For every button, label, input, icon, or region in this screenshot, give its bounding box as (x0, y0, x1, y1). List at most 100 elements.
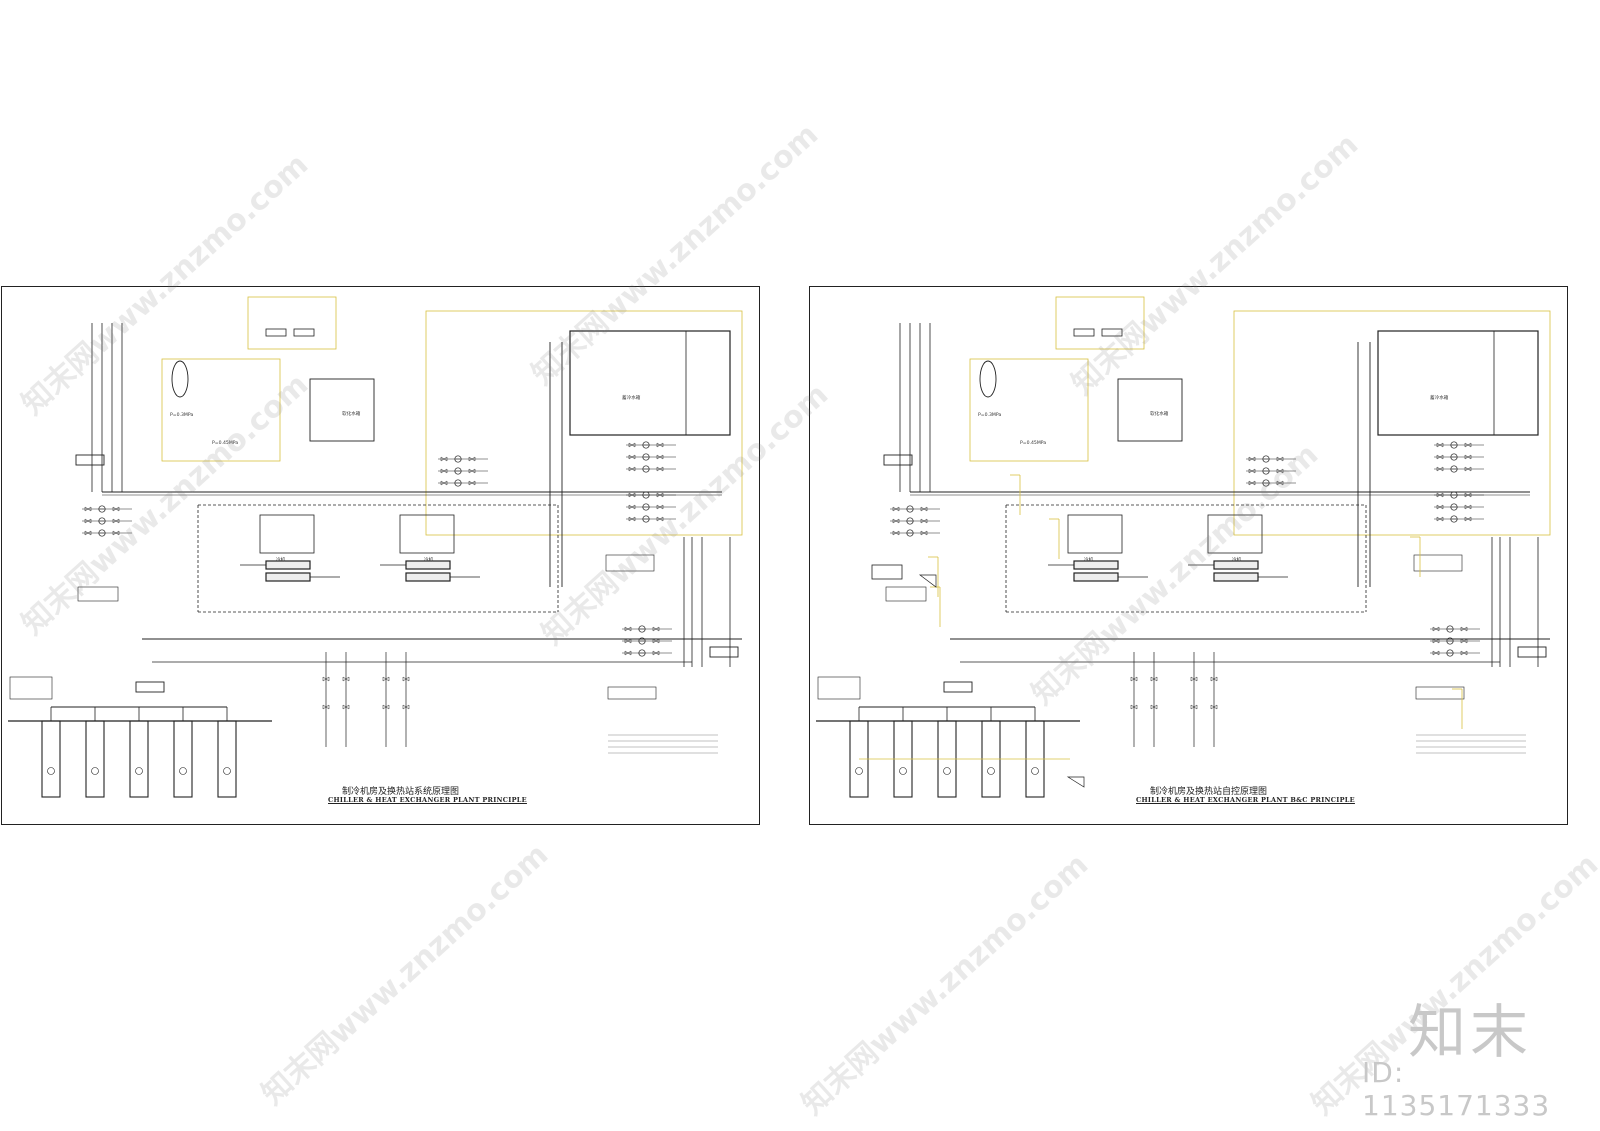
valve-symbol (1248, 468, 1256, 474)
label-softener: 软化水箱 (342, 412, 361, 417)
ground-well (129, 720, 149, 798)
manifold-top-a (1073, 328, 1095, 337)
ground-well (217, 720, 237, 798)
zone-top (247, 296, 337, 350)
valve-symbol (1276, 456, 1284, 462)
label-pressure-c: P=0.3MPa (978, 413, 1002, 418)
distributor-a (883, 454, 913, 466)
label-pressure-a: P=0.3MPa (170, 413, 194, 418)
valve-symbol (656, 466, 664, 472)
valve-symbol (652, 626, 660, 632)
valve-symbol (112, 506, 120, 512)
ground-well (41, 720, 61, 798)
distributor-b (135, 681, 165, 693)
legend-table-a (77, 586, 119, 602)
valve-symbol (892, 506, 900, 512)
zone-expansion (969, 358, 1089, 462)
legend-table-c (1413, 554, 1463, 572)
valve-symbol (1130, 704, 1138, 710)
valve-symbol (1464, 454, 1472, 460)
valve-symbol (1130, 676, 1138, 682)
valve-symbol (628, 516, 636, 522)
valve-symbol (920, 530, 928, 536)
valve-symbol (1436, 504, 1444, 510)
zone-tank (425, 310, 743, 536)
label-chiller-1: 冷机 (276, 558, 286, 563)
label-softener-2: 软化水箱 (1150, 412, 1169, 417)
control-legend (871, 564, 903, 580)
valve-symbol (920, 518, 928, 524)
valve-symbol (1210, 704, 1218, 710)
storage-tank (569, 330, 731, 436)
valve-symbol (112, 530, 120, 536)
softener-box (1117, 378, 1183, 442)
legend-table-d (1415, 686, 1465, 700)
valve-symbol (112, 518, 120, 524)
valve-symbol (624, 650, 632, 656)
valve-symbol (402, 704, 410, 710)
valve-symbol (652, 650, 660, 656)
valve-symbol (624, 638, 632, 644)
chiller-evaporator (1073, 560, 1119, 570)
schematic-right-group (816, 296, 1551, 798)
valve-symbol (1460, 626, 1468, 632)
label-tank-2: 蓄冷水箱 (1430, 396, 1449, 401)
valve-symbol (1432, 638, 1440, 644)
valve-symbol (656, 516, 664, 522)
well-pump (47, 767, 55, 775)
watermark-7: 知末网www.znzmo.com (255, 837, 556, 1112)
legend-table-a (885, 586, 927, 602)
valve-symbol (322, 704, 330, 710)
valve-symbol (628, 492, 636, 498)
drawing-title-en-right: CHILLER & HEAT EXCHANGER PLANT B&C PRINC… (1136, 796, 1355, 804)
valve-symbol (656, 454, 664, 460)
valve-symbol (1436, 454, 1444, 460)
valve-symbol (84, 518, 92, 524)
valve-symbol (1464, 466, 1472, 472)
valve-symbol (656, 492, 664, 498)
well-pump (223, 767, 231, 775)
drawing-title-cn-right: 制冷机房及换热站自控原理图 (1150, 787, 1268, 797)
valve-symbol (440, 480, 448, 486)
zone-top (1055, 296, 1145, 350)
valve-symbol (468, 480, 476, 486)
valve-symbol (84, 506, 92, 512)
chiller-condenser (1073, 572, 1119, 582)
ground-well (85, 720, 105, 798)
schematic-right (816, 296, 1551, 798)
control-cabinet (918, 574, 937, 588)
valve-symbol (628, 442, 636, 448)
distributor-a (75, 454, 105, 466)
label-chiller-4: 冷机 (1232, 558, 1242, 563)
legend-table-d (607, 686, 657, 700)
valve-symbol (1150, 676, 1158, 682)
valve-symbol (322, 676, 330, 682)
chiller-condenser (1213, 572, 1259, 582)
valve-symbol (1190, 704, 1198, 710)
valve-symbol (1436, 442, 1444, 448)
valve-symbol (342, 704, 350, 710)
schematic-left (8, 296, 743, 798)
control-cabinet-lower (1066, 776, 1085, 788)
legend-table-b (817, 676, 861, 700)
valve-symbol (1210, 676, 1218, 682)
expansion-vessel (171, 360, 189, 398)
valve-symbol (1276, 468, 1284, 474)
valve-symbol (1276, 480, 1284, 486)
drawing-title-en-left: CHILLER & HEAT EXCHANGER PLANT PRINCIPLE (328, 796, 527, 804)
valve-symbol (656, 442, 664, 448)
manifold-top-b (293, 328, 315, 337)
drawing-sheet-left: 制冷机房及换热站系统原理图 CHILLER & HEAT EXCHANGER P… (1, 286, 760, 825)
valve-symbol (920, 506, 928, 512)
label-chiller-3: 冷机 (1084, 558, 1094, 563)
valve-symbol (624, 626, 632, 632)
valve-symbol (1464, 516, 1472, 522)
valve-symbol (382, 704, 390, 710)
chiller-condenser (405, 572, 451, 582)
valve-symbol (1432, 626, 1440, 632)
watermark-8: 知末网www.znzmo.com (795, 847, 1096, 1122)
valve-symbol (1460, 650, 1468, 656)
well-pump (91, 767, 99, 775)
chiller-data-table (1207, 514, 1263, 554)
softener-box (309, 378, 375, 442)
